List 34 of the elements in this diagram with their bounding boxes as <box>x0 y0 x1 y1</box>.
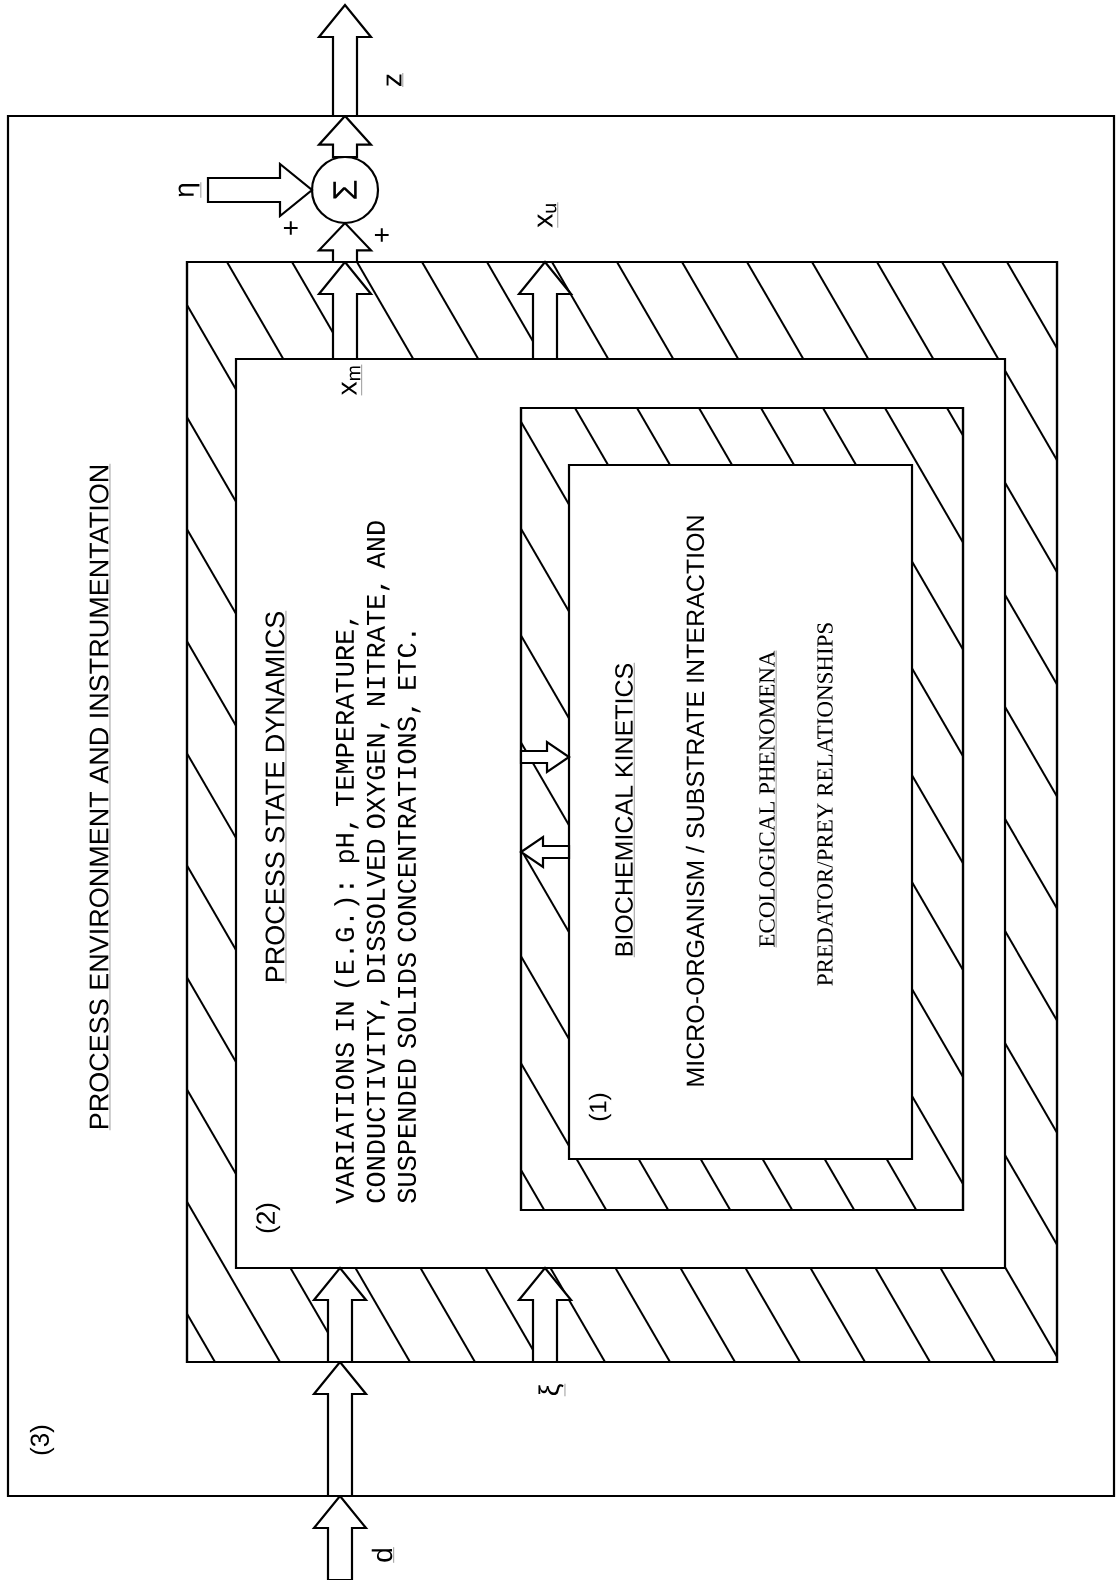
process-box <box>567 463 914 1161</box>
block-arrow <box>316 221 374 264</box>
block-arrow <box>206 161 314 219</box>
heading: PROCESS STATE DYNAMICS <box>265 610 287 984</box>
summing-junction <box>310 155 380 225</box>
signal-label: d <box>371 1547 394 1563</box>
block-arrow <box>316 114 374 159</box>
plus-sign: + <box>283 221 298 235</box>
block-arrow <box>516 1266 574 1364</box>
box-number: (1) <box>588 1093 612 1121</box>
subheading: ECOLOGICAL PHENOMENA <box>759 650 777 948</box>
block-arrow <box>311 1494 369 1580</box>
block-arrow <box>519 739 571 775</box>
sigma-symbol: Σ <box>333 180 357 199</box>
block-arrow <box>316 3 374 118</box>
signal-label: ξ <box>538 1383 566 1397</box>
block-arrow <box>519 834 571 870</box>
plus-sign: + <box>374 228 389 242</box>
body-text: PREDATOR/PREY RELATIONSHIPS <box>817 623 833 986</box>
block-arrow <box>311 1266 369 1364</box>
box-number: (2) <box>255 1203 281 1233</box>
signal-label: η <box>178 182 202 198</box>
box-number: (3) <box>29 1425 55 1455</box>
title: PROCESS ENVIRONMENT AND INSTRUMENTATION <box>89 463 111 1131</box>
signal-label: x$_{u}$ <box>537 202 558 228</box>
signal-label: z <box>386 72 403 88</box>
body-text: VARIATIONS IN (E.G.): pH, TEMPERATURE, CONDUCTIVITY, DISSOLVED OXYGEN, NITRATE, AND SUSPENDED SOLIDS CONCENTRATIONS, ETC. <box>334 521 421 1204</box>
system-box <box>6 114 1116 1498</box>
block-arrow <box>516 260 574 361</box>
block-arrow <box>316 260 374 361</box>
signal-label: x$_{m}$ <box>341 364 362 396</box>
block-arrow <box>311 1360 369 1498</box>
body-text: MICRO-ORGANISM / SUBSTRATE INTERACTION <box>685 516 705 1086</box>
heading: BIOCHEMICAL KINETICS <box>615 662 635 958</box>
